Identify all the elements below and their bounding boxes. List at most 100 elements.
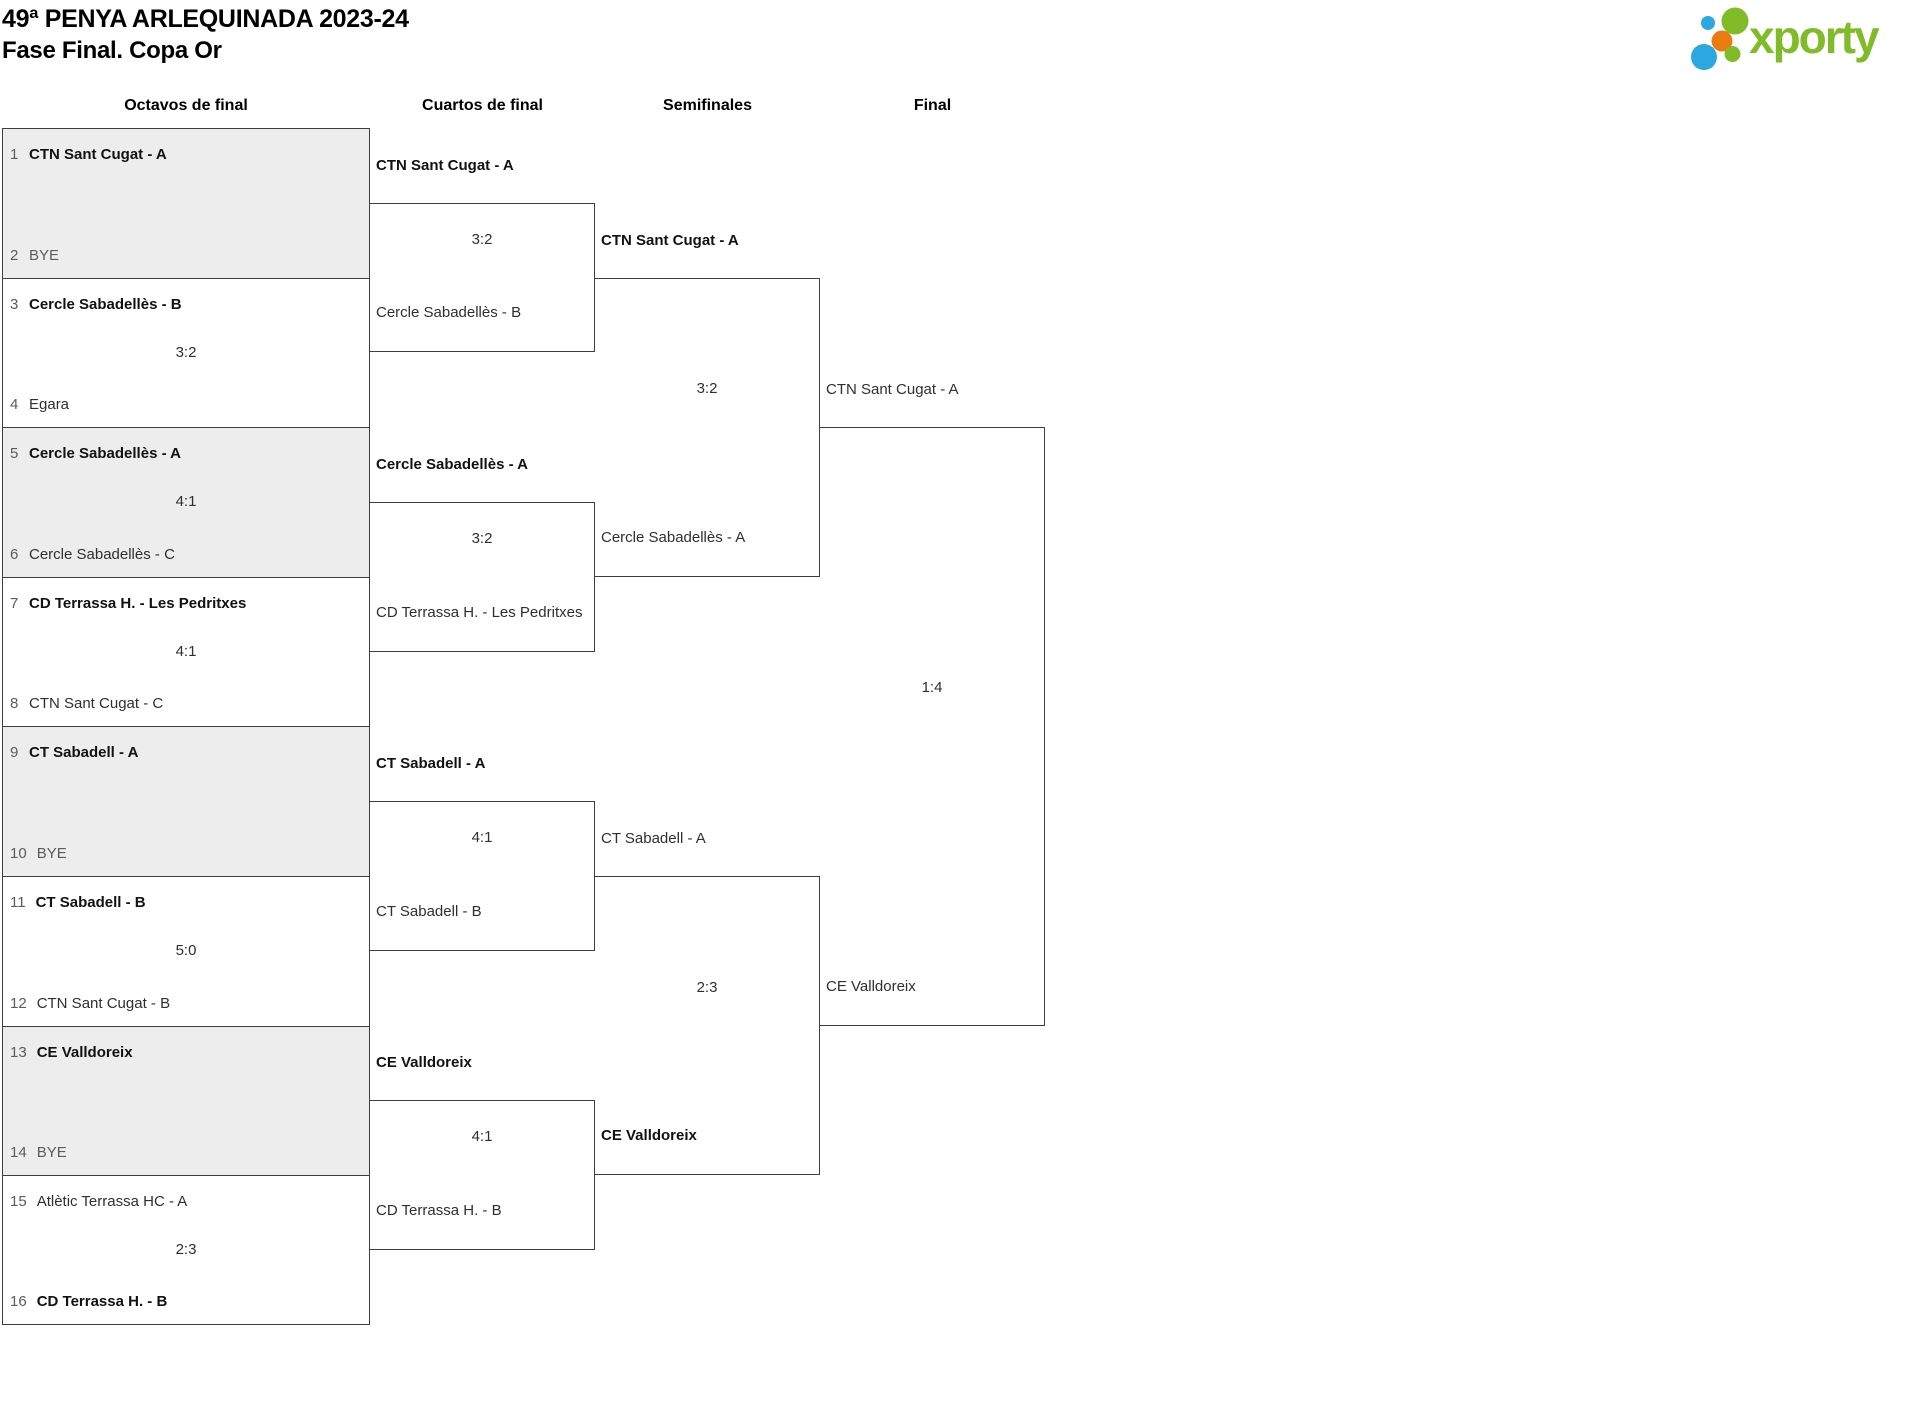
logo-dot-green-small bbox=[1724, 46, 1741, 62]
octavos-match-5: 9 CT Sabadell - A 10 BYE bbox=[2, 726, 370, 876]
team-row: 7 CD Terrassa H. - Les Pedritxes bbox=[3, 594, 247, 612]
team-name: Cercle Sabadellès - B bbox=[29, 295, 182, 313]
team-name: Cercle Sabadellès - A bbox=[29, 445, 182, 463]
match-score: 3:2 bbox=[471, 230, 493, 248]
team-row: 8 CTN Sant Cugat - C bbox=[3, 696, 163, 712]
team-row: 13 CE Valldoreix bbox=[3, 1043, 133, 1061]
team-name: CT Sabadell - A bbox=[601, 830, 706, 847]
team-name: Cercle Sabadellès - B bbox=[376, 304, 522, 322]
match-score: 4:1 bbox=[471, 1128, 493, 1146]
match-score: 3:2 bbox=[471, 529, 493, 547]
team-name: CT Sabadell - B bbox=[35, 894, 146, 911]
team-name: Cercle Sabadellès - A bbox=[376, 456, 529, 473]
seed-number: 15 bbox=[10, 1193, 27, 1211]
team-name: Egara bbox=[29, 396, 70, 414]
seed-number: 7 bbox=[10, 594, 19, 612]
team-name: CTN Sant Cugat - A bbox=[29, 146, 167, 163]
team-name: CTN Sant Cugat - B bbox=[36, 994, 171, 1012]
seed-number: 13 bbox=[10, 1043, 27, 1061]
team-row: 9 CT Sabadell - A bbox=[3, 745, 138, 761]
xporty-logo: xporty bbox=[1691, 7, 1882, 70]
team-row: 4 Egara bbox=[3, 397, 69, 413]
seed-number: 1 bbox=[10, 146, 19, 163]
team-row: 15 Atlètic Terrassa HC - A bbox=[3, 1194, 187, 1210]
logo-dot-green-large bbox=[1721, 7, 1749, 35]
seed-number: 14 bbox=[10, 1144, 27, 1162]
team-name: CD Terrassa H. - B bbox=[36, 1292, 168, 1310]
team-row: 1 CTN Sant Cugat - A bbox=[3, 147, 167, 163]
octavos-match-6: 11 CT Sabadell - B 12 CTN Sant Cugat - B… bbox=[2, 876, 370, 1026]
logo-dot-orange bbox=[1711, 30, 1733, 52]
page-subtitle: Fase Final. Copa Or bbox=[2, 37, 222, 64]
team-name: CE Valldoreix bbox=[601, 1127, 697, 1145]
team-name: Atlètic Terrassa HC - A bbox=[36, 1193, 188, 1211]
team-name: CD Terrassa H. - B bbox=[376, 1201, 502, 1219]
seed-number: 4 bbox=[10, 396, 19, 414]
team-name: CE Valldoreix bbox=[376, 1054, 472, 1072]
team-row: 11 CT Sabadell - B bbox=[3, 895, 146, 911]
team-name: CE Valldoreix bbox=[36, 1043, 133, 1061]
seed-number: 5 bbox=[10, 445, 19, 463]
seed-number: 12 bbox=[10, 994, 27, 1012]
cuartos-match-2: Cercle Sabadellès - A CD Terrassa H. - L… bbox=[370, 457, 595, 652]
team-name: BYE bbox=[36, 1144, 67, 1162]
octavos-match-4: 7 CD Terrassa H. - Les Pedritxes 8 CTN S… bbox=[2, 576, 370, 727]
seed-number: 16 bbox=[10, 1292, 27, 1310]
seed-number: 6 bbox=[10, 545, 19, 563]
octavos-match-8: 15 Atlètic Terrassa HC - A 16 CD Terrass… bbox=[2, 1175, 370, 1325]
match-score: 4:1 bbox=[175, 643, 197, 661]
match-score: 2:3 bbox=[175, 1240, 197, 1258]
round-header-octavos: Octavos de final bbox=[124, 97, 248, 114]
cuartos-match-1: CTN Sant Cugat - A Cercle Sabadellès - B… bbox=[370, 157, 595, 353]
seed-number: 3 bbox=[10, 295, 19, 313]
round-header-final: Final bbox=[913, 97, 952, 114]
octavos-match-1: 1 CTN Sant Cugat - A 2 BYE bbox=[2, 128, 370, 278]
team-name: CD Terrassa H. - Les Pedritxes bbox=[29, 594, 247, 612]
team-name: BYE bbox=[36, 844, 67, 862]
team-row: 2 BYE bbox=[3, 246, 60, 264]
logo-text: xporty bbox=[1749, 11, 1880, 63]
match-score: 3:2 bbox=[696, 380, 718, 398]
team-name: CTN Sant Cugat - A bbox=[376, 156, 514, 174]
team-name: CE Valldoreix bbox=[826, 977, 916, 995]
team-row: 14 BYE bbox=[3, 1145, 67, 1161]
octavos-match-7: 13 CE Valldoreix 14 BYE bbox=[2, 1025, 370, 1176]
team-name: CT Sabadell - B bbox=[376, 902, 482, 920]
team-name: CT Sabadell - A bbox=[29, 744, 139, 762]
cuartos-match-4: CE Valldoreix CD Terrassa H. - B 4:1 bbox=[370, 1055, 595, 1250]
seed-number: 9 bbox=[10, 744, 19, 762]
seed-number: 11 bbox=[10, 894, 26, 911]
octavos-match-2: 3 Cercle Sabadellès - B 4 Egara 3:2 bbox=[2, 277, 370, 428]
semifinal-match-1: CTN Sant Cugat - A Cercle Sabadellès - A… bbox=[595, 232, 820, 577]
cuartos-match-3: CT Sabadell - A CT Sabadell - B 4:1 bbox=[370, 756, 595, 951]
team-name: CD Terrassa H. - Les Pedritxes bbox=[376, 603, 583, 621]
final-match: CTN Sant Cugat - A CE Valldoreix 1:4 bbox=[820, 382, 1045, 1026]
match-score: 3:2 bbox=[175, 343, 197, 361]
match-score: 4:1 bbox=[471, 828, 493, 846]
match-score: 4:1 bbox=[175, 493, 197, 511]
team-row: 12 CTN Sant Cugat - B bbox=[3, 994, 171, 1012]
octavos-match-3: 5 Cercle Sabadellès - A 6 Cercle Sabadel… bbox=[2, 427, 370, 577]
match-score: 5:0 bbox=[175, 942, 197, 960]
logo-dot-blue-small bbox=[1701, 16, 1715, 30]
round-header-cuartos: Cuartos de final bbox=[422, 97, 543, 114]
team-row: 3 Cercle Sabadellès - B bbox=[3, 295, 182, 313]
team-name: CTN Sant Cugat - A bbox=[601, 231, 739, 249]
team-row: 6 Cercle Sabadellès - C bbox=[3, 545, 175, 563]
team-row: 5 Cercle Sabadellès - A bbox=[3, 446, 181, 462]
team-name: BYE bbox=[29, 246, 60, 264]
team-name: Cercle Sabadellès - C bbox=[29, 545, 175, 563]
team-name: CTN Sant Cugat - A bbox=[826, 381, 959, 399]
page-title: 49ª PENYA ARLEQUINADA 2023-24 bbox=[2, 5, 409, 33]
seed-number: 10 bbox=[10, 844, 27, 862]
logo-dot-blue-large bbox=[1691, 44, 1717, 70]
semifinal-match-2: CT Sabadell - A CE Valldoreix 2:3 bbox=[595, 831, 820, 1176]
round-header-semifinales: Semifinales bbox=[663, 97, 752, 114]
match-score: 2:3 bbox=[696, 978, 718, 996]
team-name: CT Sabadell - A bbox=[376, 755, 486, 773]
team-row: 10 BYE bbox=[3, 844, 67, 862]
team-row: 16 CD Terrassa H. - B bbox=[3, 1292, 168, 1310]
seed-number: 8 bbox=[10, 695, 19, 713]
team-name: Cercle Sabadellès - A bbox=[601, 528, 746, 546]
